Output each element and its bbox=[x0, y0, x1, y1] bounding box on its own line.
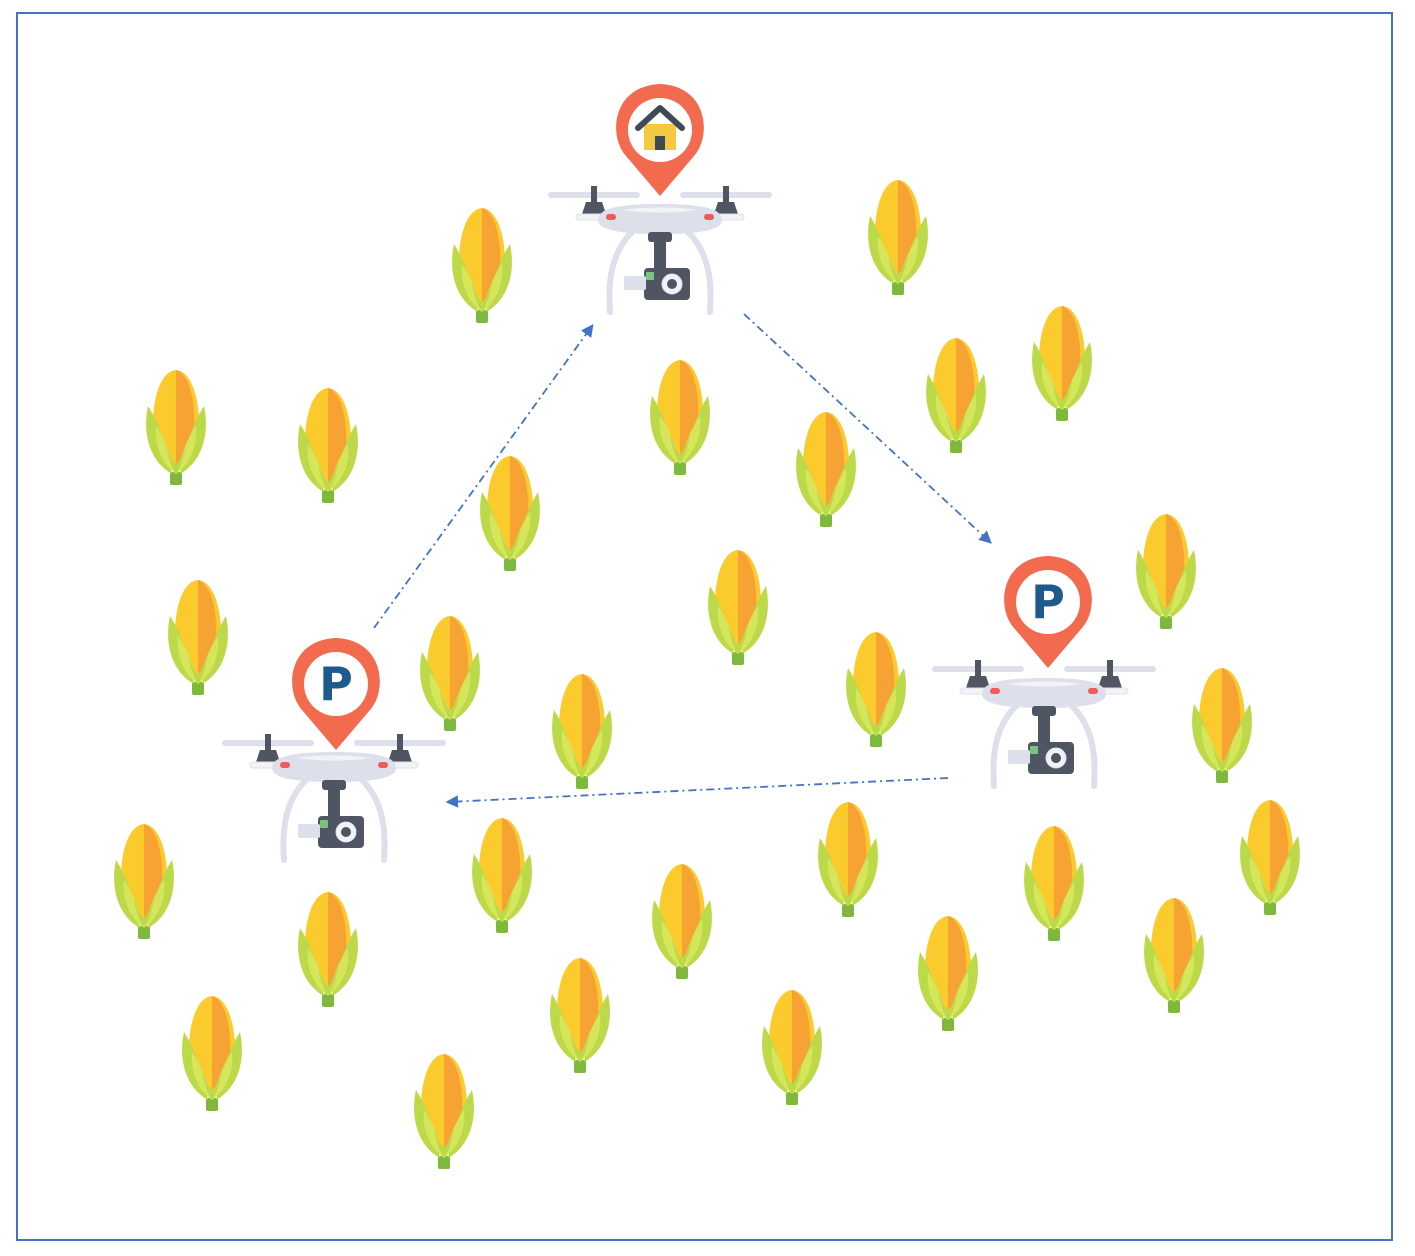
corn-icon bbox=[146, 370, 206, 485]
corn-icon bbox=[298, 388, 358, 503]
corn-icon bbox=[846, 632, 906, 747]
diagram-frame bbox=[16, 12, 1393, 1241]
corn-icon bbox=[1032, 306, 1092, 421]
corn-icon bbox=[480, 456, 540, 571]
corn-icon bbox=[114, 824, 174, 939]
corn-icon bbox=[926, 338, 986, 453]
drone-icon bbox=[932, 660, 1156, 786]
corn-icon bbox=[414, 1054, 474, 1169]
flight-path bbox=[373, 313, 992, 808]
corn-icon bbox=[550, 958, 610, 1073]
drone-icon bbox=[548, 186, 772, 312]
corn-icon bbox=[472, 818, 532, 933]
flight-path-arrow bbox=[445, 777, 949, 808]
corn-icon bbox=[818, 802, 878, 917]
corn-icon bbox=[652, 864, 712, 979]
cornfield bbox=[114, 180, 1300, 1169]
corn-icon bbox=[796, 412, 856, 527]
corn-icon bbox=[168, 580, 228, 695]
parking-icon: P bbox=[319, 657, 353, 711]
corn-icon bbox=[420, 616, 480, 731]
drone-waypoint-left: P bbox=[222, 638, 446, 860]
corn-icon bbox=[708, 550, 768, 665]
corn-icon bbox=[552, 674, 612, 789]
drone-icon bbox=[222, 734, 446, 860]
drones: PP bbox=[222, 84, 1156, 860]
parking-icon: P bbox=[1031, 575, 1065, 629]
house-icon bbox=[635, 105, 685, 150]
corn-icon bbox=[1240, 800, 1300, 915]
flight-path-arrow bbox=[743, 313, 992, 544]
flight-path-arrow bbox=[373, 323, 594, 629]
corn-icon bbox=[918, 916, 978, 1031]
corn-icon bbox=[1192, 668, 1252, 783]
corn-icon bbox=[182, 996, 242, 1111]
corn-icon bbox=[452, 208, 512, 323]
corn-icon bbox=[298, 892, 358, 1007]
corn-icon bbox=[1144, 898, 1204, 1013]
corn-icon bbox=[762, 990, 822, 1105]
corn-icon bbox=[1024, 826, 1084, 941]
corn-icon bbox=[868, 180, 928, 295]
drone-waypoint-right: P bbox=[932, 556, 1156, 786]
corn-icon bbox=[1136, 514, 1196, 629]
corn-icon bbox=[650, 360, 710, 475]
drone-home bbox=[548, 84, 772, 312]
